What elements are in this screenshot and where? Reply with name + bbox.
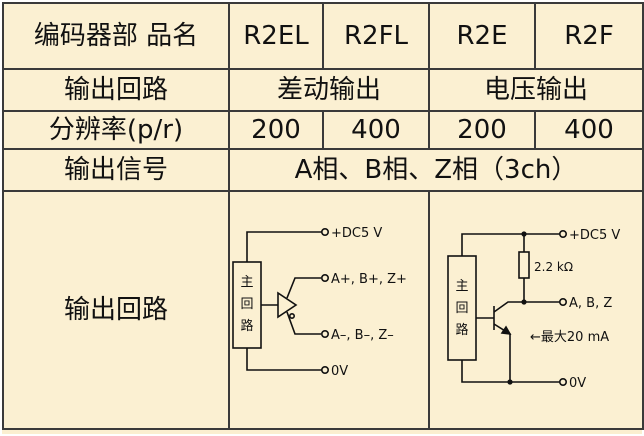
resistor-label: 2.2 kΩ [534, 260, 573, 274]
left-vcc-label: +DC5 V [331, 226, 382, 241]
product-name-header: 编码器部 品名 [2, 2, 230, 70]
voltage-output: 电压输出 [428, 68, 644, 112]
output-signal-value: A相、B相、Z相（3ch） [228, 148, 644, 192]
left-box-char-3: 路 [240, 318, 253, 334]
differential-output: 差动输出 [228, 68, 430, 112]
differential-circuit-cell: 主 回 路 +DC5 V A+, B+, Z+ A–, B–, Z– 0V [228, 190, 430, 430]
left-out-pos-label: A+, B+, Z+ [331, 272, 407, 287]
left-out-neg-label: A–, B–, Z– [331, 328, 394, 343]
output-circuit-label: 输出回路 [2, 68, 230, 112]
left-box-char-1: 主 [240, 275, 253, 290]
differential-circuit-diagram: 主 回 路 +DC5 V A+, B+, Z+ A–, B–, Z– 0V [232, 226, 407, 379]
encoder-spec-table: 编码器部 品名 R2EL R2FL R2E R2F 输出回路 差动输出 电压输出… [2, 2, 644, 430]
model-r2e: R2E [428, 2, 536, 70]
resolution-r2f: 400 [534, 110, 644, 150]
resolution-label: 分辨率(p/r) [2, 110, 230, 150]
left-gnd-label: 0V [331, 364, 348, 379]
max-current-label: ←最大20 mA [530, 330, 609, 345]
resolution-r2e: 200 [428, 110, 536, 150]
voltage-circuit-diagram: 主 回 路 +DC5 V 2.2 kΩ A, B, Z ←最大20 mA 0V [447, 228, 620, 391]
right-vcc-label: +DC5 V [569, 228, 620, 243]
right-gnd-label: 0V [569, 376, 586, 391]
left-box-char-2: 回 [240, 297, 253, 312]
resolution-r2fl: 400 [322, 110, 430, 150]
right-box-char-1: 主 [455, 279, 468, 294]
model-r2f: R2F [534, 2, 644, 70]
resolution-r2el: 200 [228, 110, 324, 150]
circuit-diagram-label: 输出回路 [2, 190, 230, 430]
model-r2fl: R2FL [322, 2, 430, 70]
right-box-char-3: 路 [455, 322, 468, 338]
output-signal-label: 输出信号 [2, 148, 230, 192]
right-box-char-2: 回 [455, 301, 468, 316]
model-r2el: R2EL [228, 2, 324, 70]
voltage-circuit-cell: 主 回 路 +DC5 V 2.2 kΩ A, B, Z ←最大20 mA 0V [428, 190, 644, 430]
right-out-label: A, B, Z [569, 296, 612, 311]
